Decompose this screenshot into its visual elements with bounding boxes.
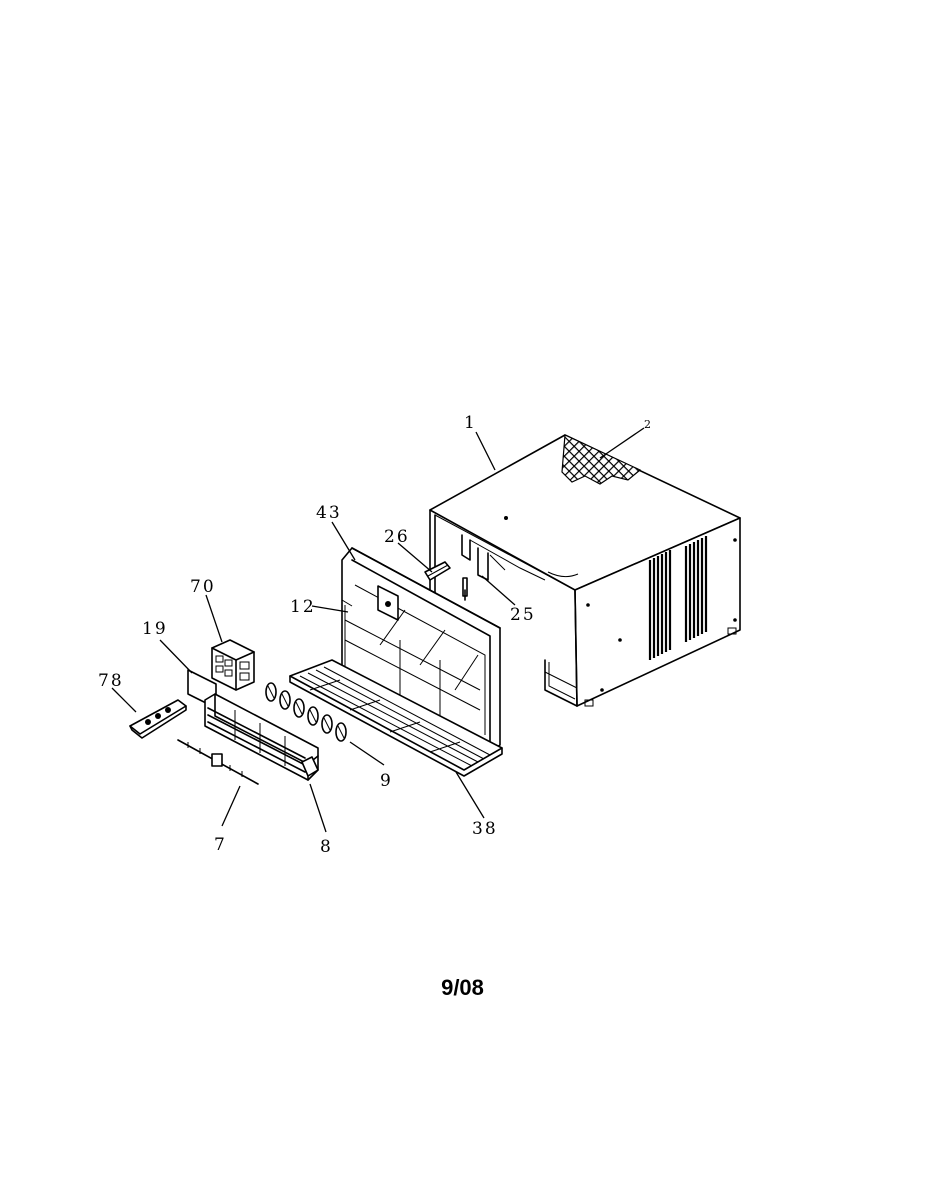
filter-grid (344, 605, 481, 720)
louver-discs (265, 682, 347, 742)
label-part-43: 43 (316, 503, 342, 523)
lower-grille-tray (289, 659, 503, 777)
grille-slats (207, 707, 306, 773)
label-part-12: 12 (290, 597, 316, 617)
label-part-1: 1 (464, 413, 477, 433)
leader-lines (111, 427, 645, 833)
label-part-38: 38 (472, 819, 498, 839)
louver-linkage-bar (177, 739, 259, 785)
label-part-2: 2 (644, 418, 651, 431)
part-number-labels: 1 2 43 26 70 12 25 19 78 9 38 7 8 (98, 413, 651, 857)
side-vent-louvers (648, 536, 708, 660)
front-panel-frame (341, 547, 501, 753)
cabinet-case (429, 434, 741, 707)
revision-date: 9/08 (441, 975, 484, 1000)
label-part-70: 70 (190, 577, 216, 597)
front-grille (204, 693, 319, 781)
label-part-25: 25 (510, 605, 536, 625)
control-board (211, 639, 255, 691)
remote-control (129, 699, 187, 739)
label-part-78: 78 (98, 671, 124, 691)
label-part-19: 19 (142, 619, 168, 639)
label-part-8: 8 (320, 837, 333, 857)
tray-slats (299, 666, 491, 767)
label-part-26: 26 (384, 527, 410, 547)
label-part-9: 9 (380, 771, 393, 791)
label-part-7: 7 (214, 835, 227, 855)
bracket-26 (424, 561, 451, 581)
rear-mesh-grille (561, 434, 642, 485)
